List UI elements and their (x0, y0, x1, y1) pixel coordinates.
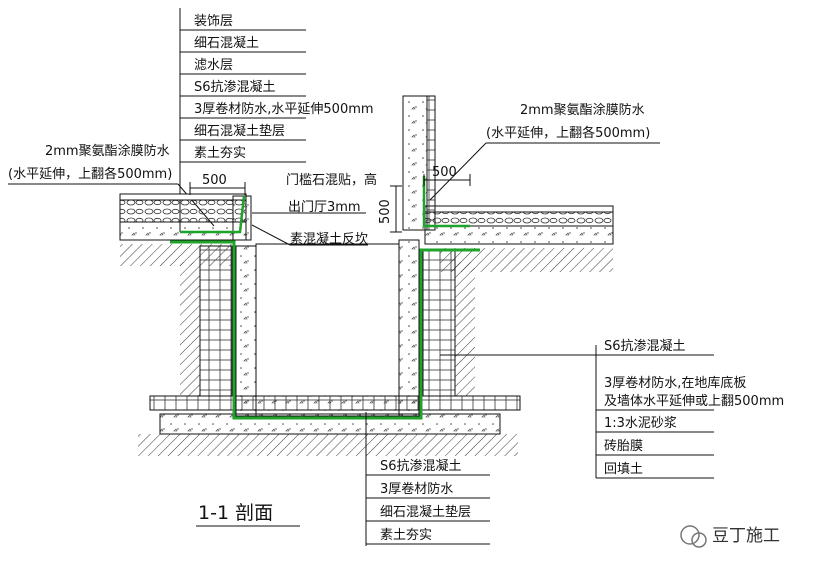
right-layer-row-label: 3厚卷材防水,在地库底板 (604, 375, 746, 391)
wechat-icon (680, 525, 700, 545)
dim-500-left: 500 (202, 173, 227, 188)
right-wall (402, 95, 436, 231)
bottom-layer-row-label: S6抗渗混凝土 (380, 458, 462, 474)
door-note-line2: 出门厅3mm (288, 200, 361, 215)
watermark: 豆丁施工 (680, 525, 780, 548)
section-title: 1-1 剖面 (198, 502, 273, 524)
right-layer-row-label: 及墙体水平延伸或上翻500mm (604, 394, 784, 409)
top-left-layer-row-label: 素土夯实 (194, 146, 246, 161)
dimension-vertical: 500 (378, 185, 402, 233)
pit-structure (138, 239, 521, 456)
coating-membrane-right (422, 176, 470, 228)
dimension-left: 500 (189, 173, 246, 195)
top-left-layer-row-label: 细石混凝土垫层 (194, 123, 285, 139)
coating-membrane-left (180, 195, 246, 234)
top-left-layer-row-label: 装饰层 (194, 14, 233, 29)
right-note-line1: 2mm聚氨酯涂膜防水 (520, 102, 645, 118)
waterproof-membrane (170, 240, 480, 420)
left-note-line2: (水平延伸，上翻各500mm) (8, 166, 172, 182)
bottom-layer-row-label: 3厚卷材防水 (380, 481, 453, 497)
right-layer-row-label: 砖胎膜 (604, 439, 643, 454)
right-note-line2: (水平延伸，上翻各500mm) (486, 125, 650, 141)
top-left-layer-row-label: 3厚卷材防水,水平延伸500mm (194, 101, 374, 117)
dim-500-right: 500 (432, 165, 457, 180)
top-left-layer-row-label: 滤水层 (194, 58, 233, 73)
bottom-layer-row-label: 细石混凝土垫层 (380, 504, 471, 520)
left-note-line1: 2mm聚氨酯涂膜防水 (45, 143, 170, 159)
right-layer-row-label: S6抗渗混凝土 (604, 338, 686, 354)
door-note-line1: 门槛石混贴，高 (286, 172, 377, 188)
right-layer-row-label: 1:3水泥砂浆 (604, 416, 677, 431)
watermark-text: 豆丁施工 (712, 526, 780, 546)
dim-500-vertical: 500 (378, 199, 393, 224)
top-left-layer-row-label: S6抗渗混凝土 (194, 79, 276, 95)
right-layer-row-label: 回填土 (604, 462, 643, 477)
top-left-layer-row-label: 细石混凝土 (194, 35, 259, 51)
concrete-curb-leader (251, 224, 291, 246)
right-note-leader (429, 142, 487, 201)
bottom-layer-row-label: 素土夯实 (380, 528, 432, 543)
concrete-curb-note: 素混凝土反坎 (290, 231, 368, 247)
dimension-right: 500 (423, 165, 471, 186)
